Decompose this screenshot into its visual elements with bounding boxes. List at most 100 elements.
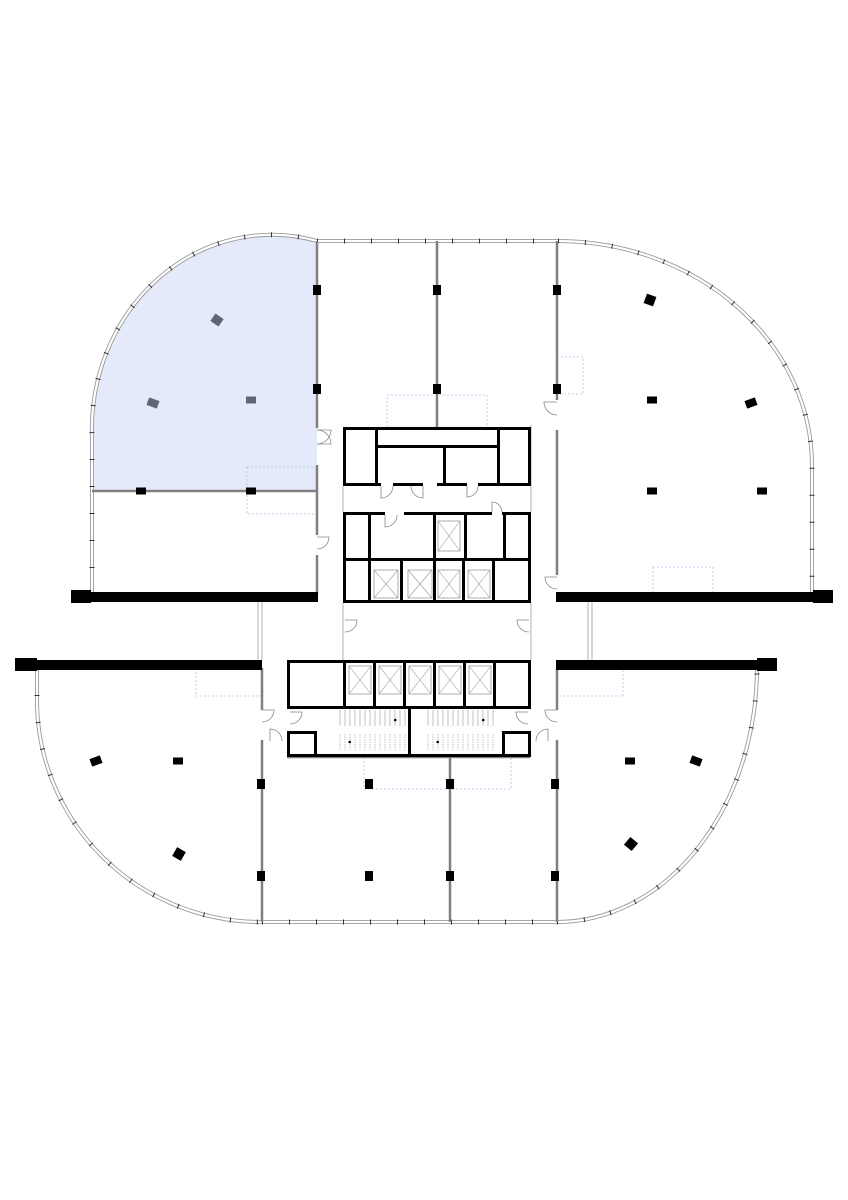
- door-swing[interactable]: [289, 711, 303, 725]
- door-swing[interactable]: [544, 576, 558, 590]
- door-swing[interactable]: [516, 619, 530, 633]
- door-swing[interactable]: [261, 709, 275, 723]
- slab-end-cap: [71, 590, 91, 603]
- core-lower-top: [287, 660, 531, 663]
- door-swing[interactable]: [535, 728, 549, 742]
- door-swing[interactable]: [543, 401, 558, 416]
- core-lower-v5: [463, 660, 466, 708]
- elevator-car: [437, 569, 461, 599]
- door-swing[interactable]: [544, 709, 558, 723]
- core-upper-b-mid: [343, 558, 531, 561]
- structural-column: [446, 871, 454, 881]
- core-lower-v2: [373, 660, 376, 708]
- structural-column: [551, 779, 559, 789]
- elevator-car: [438, 665, 462, 695]
- core-upper-a-left: [343, 427, 346, 486]
- door-swing[interactable]: [344, 619, 358, 633]
- door-swing[interactable]: [384, 514, 398, 528]
- core-upper-b-v2: [433, 512, 436, 603]
- slab-end-cap: [15, 658, 37, 671]
- structural-column: [433, 285, 441, 295]
- core-lower-box-r-top: [502, 731, 531, 734]
- facade-curtain-walls: [34, 232, 815, 925]
- core-upper-b-v7: [492, 558, 495, 603]
- dashed-zone: [195, 667, 262, 697]
- structural-column: [553, 285, 561, 295]
- elevator-car: [373, 569, 399, 599]
- structural-column: [623, 836, 639, 852]
- door-swing[interactable]: [316, 429, 332, 445]
- structural-column: [136, 487, 146, 495]
- highlighted-unit[interactable]: [91, 234, 317, 491]
- core-upper-b-v6: [462, 558, 465, 603]
- core-upper-b-v4: [503, 512, 506, 561]
- structural-column: [625, 757, 635, 765]
- structural-column: [313, 285, 321, 295]
- facade-bottom-left-arc: [35, 668, 263, 925]
- facade-bottom-right-arc: [556, 666, 759, 924]
- dashed-zone: [363, 756, 512, 790]
- structural-column: [433, 384, 441, 394]
- door-swing[interactable]: [410, 485, 424, 499]
- door-swing[interactable]: [466, 485, 479, 498]
- elevator-car: [348, 665, 372, 695]
- core-lower-right-b: [528, 731, 531, 757]
- core-upper-a-bottom-4: [478, 483, 531, 486]
- structural-column: [173, 757, 183, 765]
- elevator-cross: [408, 665, 432, 695]
- structural-column: [744, 397, 758, 409]
- core-lower-box-l-r: [314, 731, 317, 757]
- facade-bottom-right-arc-mullions: [556, 666, 760, 925]
- door-swing[interactable]: [269, 728, 283, 742]
- structural-column: [551, 871, 559, 881]
- stair-arrow-dot: [348, 740, 352, 744]
- core-upper-b-v3: [464, 512, 467, 561]
- core-upper-a-bottom-3: [437, 483, 467, 486]
- core-upper-a-right: [528, 427, 531, 486]
- structural-column: [647, 396, 657, 404]
- elevator-car: [467, 569, 491, 599]
- doors: [261, 401, 558, 742]
- dashed-zone: [556, 356, 584, 395]
- elevators: [348, 520, 492, 695]
- elevator-car: [378, 665, 402, 695]
- core-lower-bottom: [287, 754, 531, 757]
- dashed-zone: [652, 566, 714, 595]
- core-upper-a-bottom-1: [343, 483, 381, 486]
- structural-column: [643, 293, 657, 307]
- elevator-cross: [373, 569, 399, 599]
- structural-column: [257, 779, 265, 789]
- door-swing[interactable]: [316, 536, 330, 550]
- facade-top-right-arc-inner: [557, 239, 814, 595]
- facade-top-right-arc-mullions: [557, 238, 815, 595]
- structural-slab-walls: [15, 590, 833, 671]
- elevator-cross: [437, 520, 461, 552]
- core-upper-b-v1: [368, 512, 371, 603]
- elevator-car: [437, 520, 461, 552]
- stair-arrow-dot: [481, 718, 485, 722]
- facade-bottom-left-arc-inner: [35, 668, 263, 924]
- highlighted-unit-area[interactable]: [91, 234, 317, 491]
- slab-lower-left: [15, 660, 262, 670]
- slab-lower-right: [556, 660, 777, 670]
- core-upper-a-inner-l: [375, 427, 378, 486]
- structural-column-highlighted: [210, 313, 224, 327]
- structural-column: [257, 871, 265, 881]
- structural-column: [689, 755, 703, 767]
- door-swing[interactable]: [380, 485, 394, 499]
- door-swing[interactable]: [491, 501, 503, 513]
- structural-column: [446, 779, 454, 789]
- core-lower-left: [287, 660, 290, 708]
- facade-top-right-arc: [557, 239, 814, 595]
- elevator-car: [407, 569, 433, 599]
- core-lower-v6: [493, 660, 496, 708]
- core-lower-box-r-l: [502, 731, 505, 757]
- slab-end-cap: [757, 658, 777, 671]
- structural-columns: [89, 285, 767, 881]
- building-core: [287, 427, 531, 757]
- door-swing[interactable]: [515, 711, 529, 725]
- structural-column: [365, 871, 373, 881]
- slab-end-cap: [813, 590, 833, 603]
